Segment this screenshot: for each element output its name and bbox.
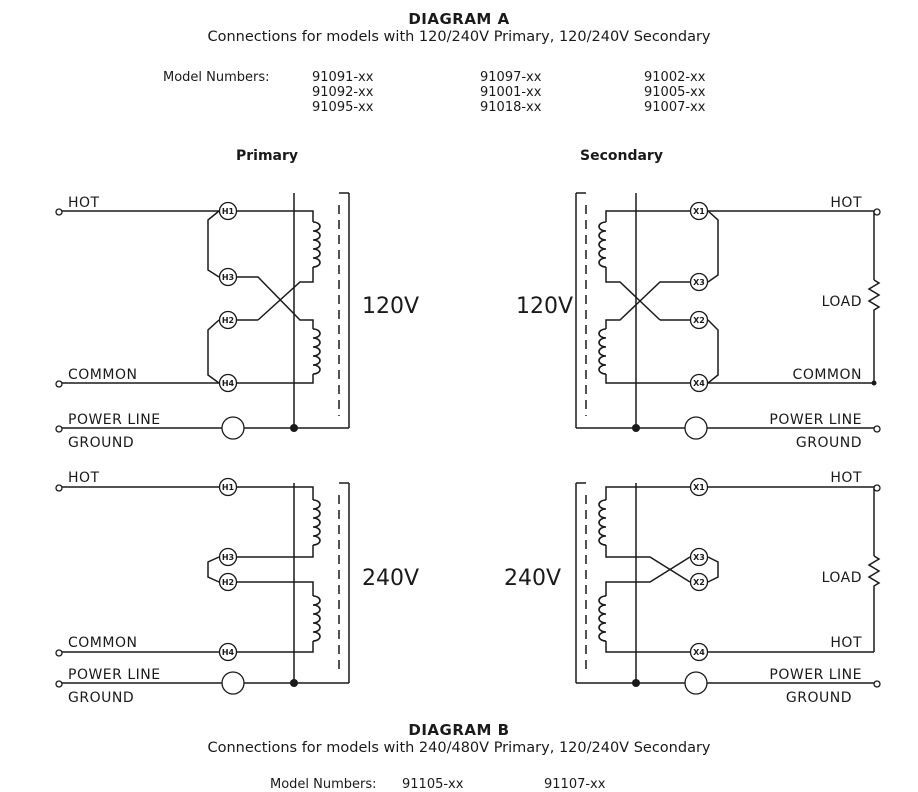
- model-number: 91002-xx: [644, 70, 706, 85]
- terminal-x3: X3: [693, 278, 705, 287]
- terminal-h2: H2: [222, 316, 234, 325]
- label-ground: GROUND: [786, 690, 852, 706]
- label-ground: GROUND: [796, 435, 862, 451]
- voltage-primary-120: 120V: [362, 294, 419, 319]
- terminal-x4: X4: [693, 648, 705, 657]
- terminal-x2: X2: [693, 316, 705, 325]
- primary-heading: Primary: [236, 148, 299, 164]
- terminal-h4: H4: [222, 379, 235, 388]
- model-number: 91105-xx: [402, 777, 464, 792]
- label-load: LOAD: [822, 570, 862, 586]
- label-common: COMMON: [68, 635, 137, 651]
- voltage-secondary-240: 240V: [504, 566, 561, 591]
- diagram-b-title: DIAGRAM B: [408, 721, 510, 739]
- diagram-a-title: DIAGRAM A: [408, 10, 510, 28]
- diagram-b-model-label: Model Numbers:: [270, 777, 377, 792]
- diagram-a-subtitle: Connections for models with 120/240V Pri…: [207, 29, 711, 45]
- label-load: LOAD: [822, 294, 862, 310]
- secondary-heading: Secondary: [580, 148, 663, 164]
- label-hot: HOT: [830, 470, 862, 486]
- model-numbers-label: Model Numbers:: [163, 70, 270, 85]
- terminal-h1: H1: [222, 483, 235, 492]
- wiring-diagram: H1 H3 H2 H4 H1 H3 H2 H4 X1 X3 X2 X4 X1 X…: [55, 192, 881, 706]
- label-hot: HOT: [68, 195, 100, 211]
- diagram-b-subtitle: Connections for models with 240/480V Pri…: [207, 740, 711, 756]
- terminal-h3: H3: [222, 553, 234, 562]
- label-ground: GROUND: [68, 690, 134, 706]
- terminal-x4: X4: [693, 379, 705, 388]
- model-number: 91005-xx: [644, 85, 706, 100]
- label-hot: HOT: [68, 470, 100, 486]
- model-number: 91097-xx: [480, 70, 542, 85]
- model-number: 91095-xx: [312, 100, 374, 115]
- label-common: COMMON: [793, 367, 862, 383]
- model-number: 91007-xx: [644, 100, 706, 115]
- voltage-secondary-120: 120V: [516, 294, 573, 319]
- model-number: 91091-xx: [312, 70, 374, 85]
- model-list-col2: 91097-xx 91001-xx 91018-xx: [480, 70, 541, 115]
- terminal-group: H1 H3 H2 H4 H1 H3 H2 H4 X1 X3 X2 X4 X1 X…: [218, 201, 709, 662]
- model-number: 91001-xx: [480, 85, 542, 100]
- label-power-line: POWER LINE: [769, 412, 862, 428]
- model-list-col3: 91002-xx 91005-xx 91007-xx: [644, 70, 705, 115]
- label-common: COMMON: [68, 367, 137, 383]
- voltage-primary-240: 240V: [362, 566, 419, 591]
- model-list-col1: 91091-xx 91092-xx 91095-xx: [312, 70, 373, 115]
- model-number: 91018-xx: [480, 100, 542, 115]
- label-power-line: POWER LINE: [68, 667, 161, 683]
- label-power-line: POWER LINE: [68, 412, 161, 428]
- label-hot: HOT: [830, 635, 862, 651]
- terminal-h3: H3: [222, 273, 234, 282]
- label-power-line: POWER LINE: [769, 667, 862, 683]
- terminal-x1: X1: [693, 483, 705, 492]
- terminal-h2: H2: [222, 578, 234, 587]
- model-number: 91107-xx: [544, 777, 606, 792]
- terminal-x2: X2: [693, 578, 705, 587]
- label-hot: HOT: [830, 195, 862, 211]
- model-number: 91092-xx: [312, 85, 374, 100]
- terminal-x3: X3: [693, 553, 705, 562]
- terminal-x1: X1: [693, 207, 705, 216]
- label-ground: GROUND: [68, 435, 134, 451]
- terminal-h4: H4: [222, 648, 235, 657]
- terminal-h1: H1: [222, 207, 235, 216]
